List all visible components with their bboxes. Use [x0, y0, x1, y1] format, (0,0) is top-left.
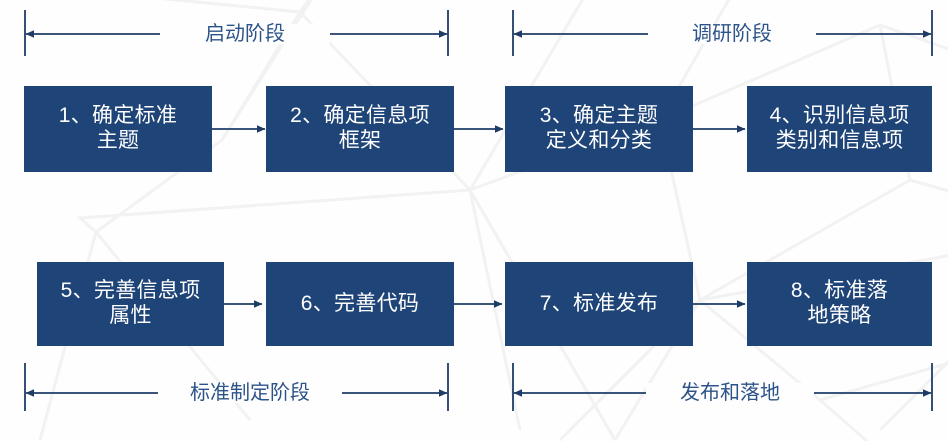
- process-step-4[interactable]: 4、识别信息项 类别和信息项: [747, 86, 932, 172]
- process-step-4-label: 4、识别信息项 类别和信息项: [769, 104, 910, 152]
- process-step-6[interactable]: 6、完善代码: [266, 262, 454, 346]
- phase-label-standard-drafting: 标准制定阶段: [158, 383, 342, 403]
- process-step-7[interactable]: 7、标准发布: [505, 262, 693, 346]
- phase-label-startup: 启动阶段: [160, 24, 330, 44]
- process-step-8[interactable]: 8、标准落 地策略: [747, 262, 932, 346]
- process-step-6-label: 6、完善代码: [300, 291, 420, 315]
- process-step-1[interactable]: 1、确定标准 主题: [24, 86, 212, 172]
- process-step-5[interactable]: 5、完善信息项 属性: [37, 262, 224, 346]
- process-step-1-label: 1、确定标准 主题: [58, 104, 178, 152]
- process-step-2[interactable]: 2、确定信息项 框架: [266, 86, 454, 172]
- process-step-7-label: 7、标准发布: [539, 291, 659, 315]
- process-step-3-label: 3、确定主题 定义和分类: [539, 104, 659, 152]
- process-step-8-label: 8、标准落 地策略: [790, 279, 889, 327]
- process-step-3[interactable]: 3、确定主题 定义和分类: [505, 86, 693, 172]
- phase-label-research: 调研阶段: [648, 24, 816, 44]
- process-step-5-label: 5、完善信息项 属性: [60, 279, 201, 327]
- process-step-2-label: 2、确定信息项 框架: [290, 104, 430, 152]
- phase-label-release-and-landing: 发布和落地: [646, 383, 814, 403]
